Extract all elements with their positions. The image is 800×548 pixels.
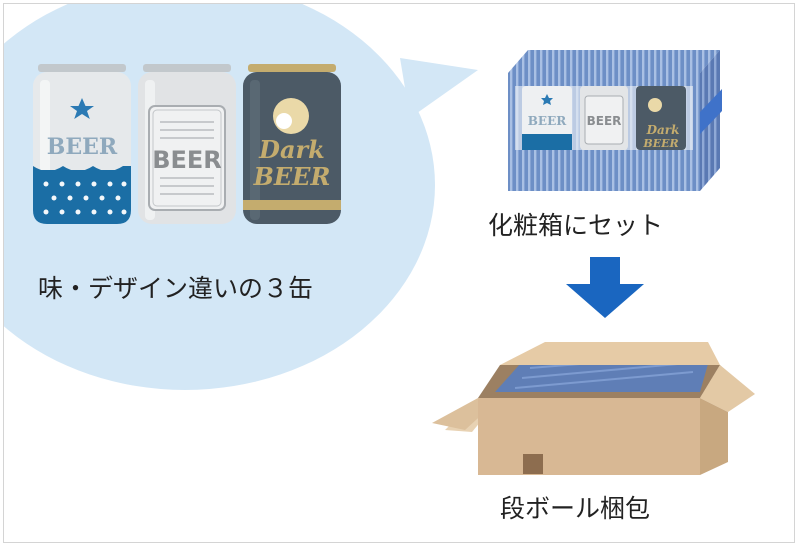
gift-box-caption: 化粧箱にセット xyxy=(488,211,664,240)
box-label-patch xyxy=(523,454,543,474)
mini-can-label-line1: Dark xyxy=(646,123,680,137)
can-label: BEER xyxy=(152,146,222,174)
gift-box: BEER BEER Dark BEER xyxy=(508,50,722,191)
can-label: BEER xyxy=(47,134,118,160)
mini-can-label: BEER xyxy=(587,114,622,128)
down-arrow-icon xyxy=(566,257,644,318)
beer-can-silver: BEER xyxy=(138,64,236,224)
dark-beer-can: Dark BEER xyxy=(243,64,341,224)
can-label-line1: Dark xyxy=(258,135,325,164)
cans-caption: 味・デザイン違いの３缶 xyxy=(38,274,314,303)
cardboard-box xyxy=(432,342,755,475)
mini-can-dark: Dark BEER xyxy=(636,86,686,150)
can-label-line2: BEER xyxy=(253,162,331,191)
carton-caption: 段ボール梱包 xyxy=(500,494,651,523)
star-icon xyxy=(70,98,94,119)
mini-can-label-line2: BEER xyxy=(642,137,678,150)
mini-can-silver: BEER xyxy=(580,86,628,150)
mini-can-label: BEER xyxy=(528,114,567,128)
mini-can-white: BEER xyxy=(522,86,572,150)
star-icon xyxy=(541,94,553,105)
beer-can-white: BEER xyxy=(33,64,131,224)
